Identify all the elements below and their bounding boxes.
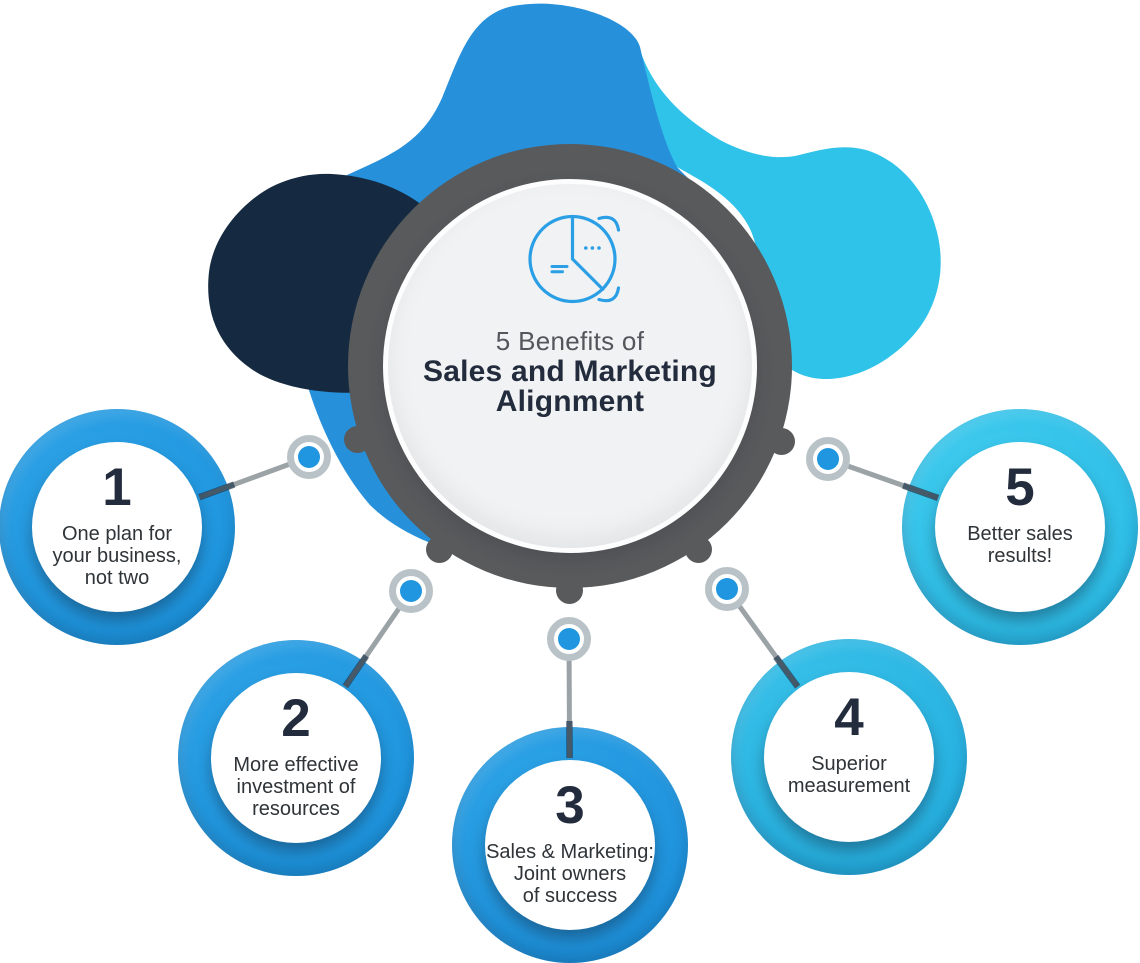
benefit-label: Sales & Marketing: Joint owners of succe… [486,841,654,907]
benefit-number: 2 [281,689,311,748]
benefit-disc-1 [32,442,202,612]
benefit-number: 4 [834,688,864,747]
benefit-label: One plan for your business, not two [52,523,182,589]
icon-dots [584,246,601,250]
benefit-disc-5 [935,442,1105,612]
benefit-disc-4 [764,672,934,842]
hub-title: Sales and Marketing Alignment [423,355,717,418]
benefit-label: Better sales results! [967,523,1073,567]
benefit-item-3: 3 Sales & Marketing: Joint owners of suc… [465,776,675,908]
blob-cyan [640,50,941,379]
hub-subtitle: 5 Benefits of [495,326,645,356]
benefit-item-4: 4 Superior measurement [744,688,954,798]
benefit-number: 3 [555,776,585,835]
benefit-number: 5 [1005,458,1035,517]
benefit-disc-2 [211,673,381,843]
benefit-label: Superior measurement [787,753,911,797]
benefit-item-1: 1 One plan for your business, not two [12,458,222,590]
benefit-disc-3 [485,760,655,930]
hub-white-face [383,179,757,553]
benefit-item-2: 2 More effective investment of resources [191,689,401,821]
benefit-item-5: 5 Better sales results! [915,458,1125,568]
benefit-number: 1 [102,458,132,517]
benefit-label: More effective investment of resources [233,754,359,820]
pie-chart-icon [528,214,621,304]
